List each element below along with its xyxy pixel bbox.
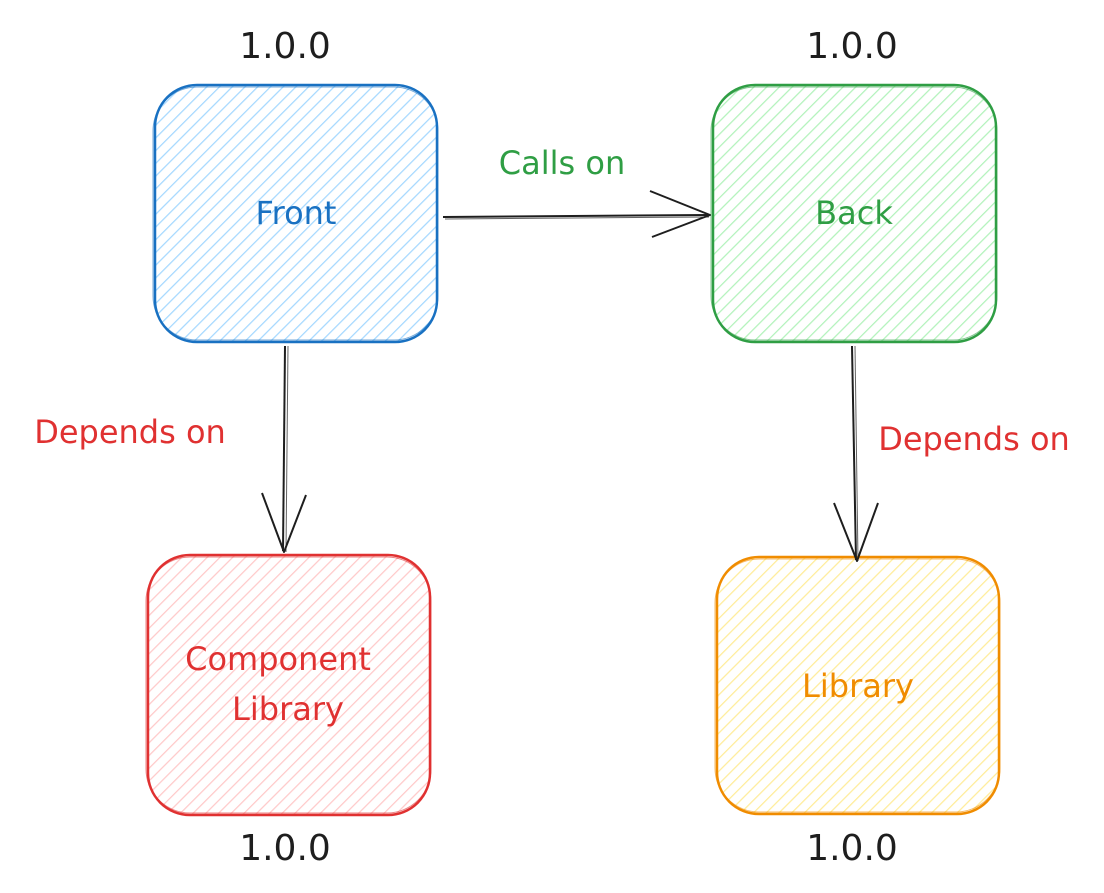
back-to-library-line <box>851 345 857 561</box>
front-node-box-sketch <box>152 86 439 341</box>
edge-back-to-library[interactable]: Depends on <box>833 345 1070 562</box>
front-to-back-line <box>442 214 709 218</box>
front-node-box <box>153 83 439 344</box>
edge-front-to-back[interactable]: Calls on <box>442 144 711 238</box>
front-to-back-label: Calls on <box>499 144 625 182</box>
component-library-node-box-sketch <box>145 556 432 814</box>
library-node-label: Library <box>802 667 914 705</box>
front-node-label: Front <box>256 194 337 232</box>
arrowhead-icon <box>649 190 711 238</box>
front-to-component-line-sketch <box>285 345 289 553</box>
back-node-box-sketch <box>710 86 998 341</box>
component-library-node[interactable]: Component Library <box>145 553 432 817</box>
back-to-library-line-sketch <box>854 345 859 562</box>
component-library-label-line2: Library <box>232 690 344 728</box>
back-to-library-label: Depends on <box>878 420 1070 458</box>
front-node[interactable]: Front <box>152 83 439 344</box>
front-version: 1.0.0 <box>239 26 331 67</box>
back-node[interactable]: Back <box>710 83 998 344</box>
arrowhead-icon <box>261 492 307 553</box>
front-to-component-label: Depends on <box>34 413 226 451</box>
back-node-label: Back <box>815 194 893 232</box>
back-node-box <box>711 83 998 344</box>
back-version: 1.0.0 <box>806 26 898 67</box>
library-version: 1.0.0 <box>806 828 898 869</box>
component-library-label-line1: Component <box>185 640 371 678</box>
arrowhead-icon <box>833 502 879 562</box>
library-node[interactable]: Library <box>714 555 1001 816</box>
component-library-node-box <box>146 553 432 817</box>
edge-front-to-component-library[interactable]: Depends on <box>34 345 307 553</box>
front-to-back-line-sketch <box>444 216 710 220</box>
component-library-version: 1.0.0 <box>239 828 331 869</box>
front-to-component-line <box>282 345 286 552</box>
